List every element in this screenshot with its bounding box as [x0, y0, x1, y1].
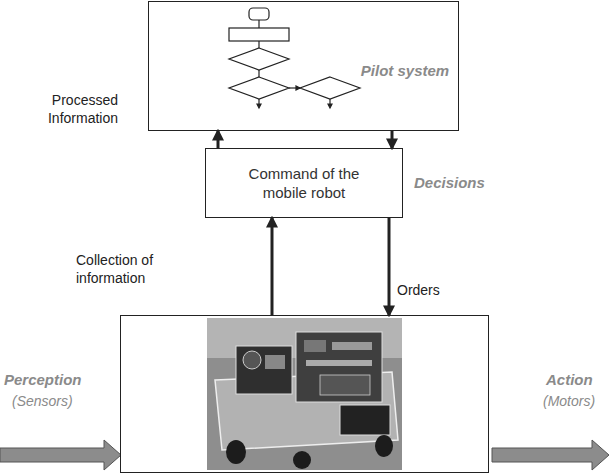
connector-label: Collection of information — [76, 252, 204, 287]
wheel — [293, 451, 311, 469]
photo-ground — [207, 318, 402, 470]
chip — [332, 342, 372, 350]
flow-arrowhead — [328, 104, 332, 108]
battery-box — [340, 405, 390, 435]
chip — [320, 375, 370, 395]
flow-line — [258, 70, 259, 77]
flow-arrow — [217, 131, 220, 148]
robot-photo — [207, 318, 402, 470]
decision-symbol — [300, 77, 360, 99]
connector-strip — [306, 360, 372, 366]
flow-arrow — [271, 218, 274, 315]
flow-line — [258, 20, 259, 28]
decision-symbol — [229, 77, 289, 99]
chip — [265, 355, 285, 369]
node-label: Command of the mobile robot — [229, 164, 379, 203]
chip — [304, 340, 326, 352]
decision-symbol — [229, 48, 289, 70]
flow-arrow — [388, 218, 391, 315]
connector-label: Processed Information — [30, 92, 118, 127]
output-heading: Action — [546, 371, 593, 390]
connector-label: Orders — [397, 282, 457, 300]
command-box: Command of the mobile robot — [205, 148, 403, 218]
pilot-system-box: Pilot system — [148, 1, 459, 131]
output-arrow — [492, 440, 609, 470]
section-heading: Decisions — [414, 174, 485, 193]
flow-line — [258, 41, 259, 48]
circuit-board — [236, 346, 292, 394]
input-heading: Perception — [4, 371, 82, 390]
input-arrow — [0, 440, 121, 470]
input-subheading: (Sensors) — [12, 393, 73, 411]
flowchart-icon — [229, 8, 360, 108]
node-label: Pilot system — [361, 62, 449, 79]
output-subheading: (Motors) — [543, 393, 595, 411]
circuit-board — [296, 332, 382, 402]
wheel — [375, 435, 393, 457]
fan — [243, 351, 261, 369]
robot-box — [120, 315, 489, 473]
process-symbol — [229, 28, 289, 41]
wheel — [226, 440, 246, 464]
start-symbol — [249, 8, 269, 20]
flow-arrow — [391, 131, 394, 148]
flow-arrowhead — [257, 104, 261, 108]
